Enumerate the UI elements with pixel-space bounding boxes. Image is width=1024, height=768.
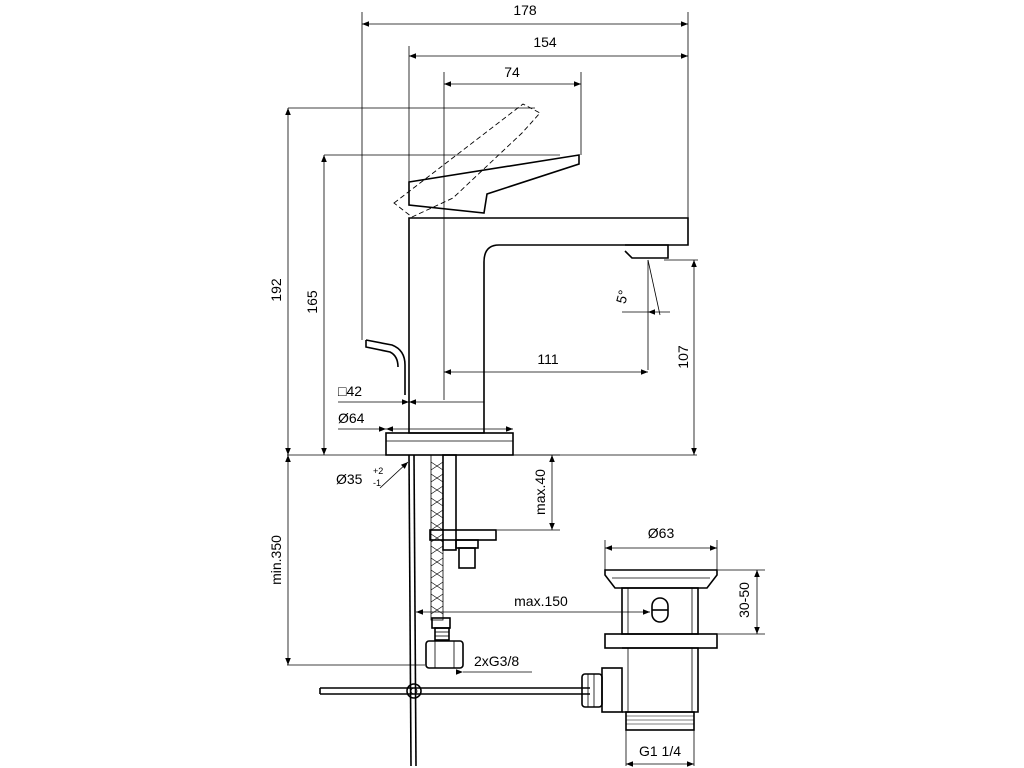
label-spout-reach-111: 111 (537, 351, 558, 367)
faucet-body (385, 217, 689, 456)
label-max-150: max.150 (514, 593, 568, 609)
label-min-350: min.350 (268, 535, 284, 585)
label-width-154: 154 (533, 34, 557, 50)
faucet-lever (393, 103, 580, 218)
label-spout-height-107: 107 (675, 345, 691, 369)
label-thread-g38: 2xG3/8 (474, 653, 519, 669)
extension-lines (287, 12, 765, 766)
label-diameter-35: Ø35 (336, 471, 363, 487)
popup-linkage (319, 454, 590, 767)
label-diameter-64: Ø64 (338, 410, 365, 426)
label-diameter-35-tol-lower: -1 (373, 478, 381, 488)
popup-rod (365, 339, 406, 395)
label-width-178: 178 (513, 2, 537, 18)
label-thread-g114: G1 1/4 (639, 743, 681, 759)
label-range-30-50: 30-50 (736, 582, 752, 618)
supply-hoses (425, 454, 497, 669)
label-square-42: □42 (338, 383, 362, 399)
waste-valve (581, 569, 718, 731)
dimension-lines (285, 21, 760, 767)
label-angle-5: 5° (613, 288, 632, 305)
dimension-labels: 178 154 74 192 165 □42 Ø64 Ø35 +2 -1 111… (268, 2, 752, 759)
label-width-74: 74 (504, 64, 520, 80)
label-height-165: 165 (304, 290, 320, 314)
label-height-192: 192 (268, 278, 284, 302)
label-diameter-35-tol-upper: +2 (373, 466, 383, 476)
label-diameter-63: Ø63 (648, 525, 675, 541)
label-max-40: max.40 (532, 469, 548, 515)
